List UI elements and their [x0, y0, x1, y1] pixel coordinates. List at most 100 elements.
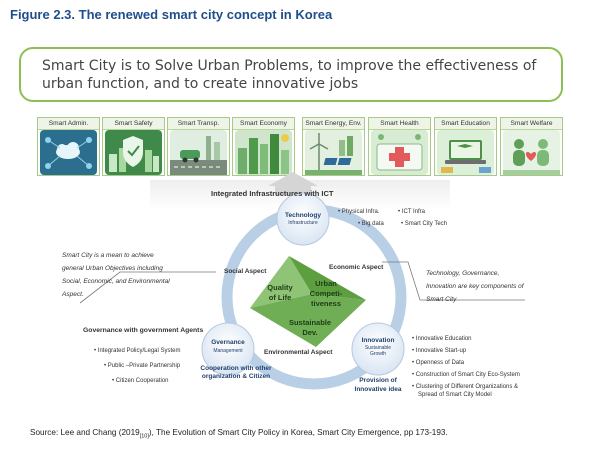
- bullet-text: Big data: [361, 221, 384, 227]
- source-prefix: Source: Lee and Chang (2019: [30, 428, 140, 437]
- category-label: Smart Transp.: [168, 118, 229, 130]
- wind-solar-icon: [305, 133, 362, 175]
- governance-bullet-policy: • Integrated Policy/Legal System: [94, 348, 181, 354]
- governance-bullet-ppp: • Public –Private Partnership: [104, 363, 181, 369]
- bullet-text: Integrated Policy/Legal System: [97, 348, 181, 354]
- bullet-text: Physical Infra.: [341, 209, 380, 215]
- urban-label-1: Urban: [315, 279, 337, 288]
- bullet-text: Construction of Smart City Eco-System: [415, 372, 520, 378]
- bullet-text: Innovative Education: [415, 336, 472, 342]
- health-illustration: [371, 130, 428, 175]
- sustainable-label-2: Dev.: [302, 328, 318, 337]
- bullet-text: Clustering of Different Organizations &: [415, 384, 519, 390]
- category-label: Smart Welfare: [501, 118, 562, 130]
- bullet-text: Innovative Start-up: [415, 348, 467, 354]
- bullet-text: ICT Infra: [401, 209, 426, 215]
- governance-node-sub: Management: [213, 348, 243, 354]
- triangle-urban-segment: [289, 256, 366, 300]
- left-note-line-2: general Urban Objectives including: [62, 265, 163, 272]
- medical-cross-icon: [376, 134, 423, 171]
- category-smart-education: Smart Education: [434, 117, 497, 176]
- triangle-quality-segment: [250, 256, 312, 308]
- education-illustration: [437, 130, 494, 175]
- category-smart-economy: Smart Economy: [232, 117, 295, 176]
- integrated-infra-label: Integrated Infrastructures with ICT: [211, 189, 334, 198]
- cooperation-label-2: organization & Citizen: [201, 373, 271, 380]
- headline-text: Smart City is to Solve Urban Problems, t…: [42, 58, 537, 92]
- technology-node-sub: Infrastructure: [288, 220, 318, 226]
- innovation-bullet-ecosystem: • Construction of Smart City Eco-System: [412, 372, 520, 378]
- economic-aspect-label: Economic Aspect: [329, 264, 384, 271]
- category-label: Smart Economy: [233, 118, 294, 130]
- right-note-line-2: Innovation are key components of: [426, 283, 524, 290]
- tech-bullet-smart-city-tech: • Smart City Tech: [401, 221, 448, 227]
- quality-label-2: of Life: [268, 293, 292, 302]
- category-label: Smart Health: [369, 118, 430, 130]
- safety-illustration: [105, 130, 162, 175]
- technology-node-circle: [276, 192, 330, 246]
- provision-label-1: Provision of: [359, 377, 397, 384]
- innovation-node-sub1: Sustainable: [364, 345, 392, 351]
- buildings-icon: [238, 134, 289, 174]
- category-label: Smart Safety: [103, 118, 164, 130]
- governance-node-circle: [201, 322, 255, 376]
- source-ref: [10]: [139, 433, 149, 440]
- economy-illustration: [235, 130, 292, 175]
- innovation-bullet-startup: • Innovative Start-up: [412, 348, 467, 354]
- shield-city-icon: [109, 136, 159, 172]
- cooperation-label-1: Cooperation with other: [200, 365, 272, 372]
- category-smart-welfare: Smart Welfare: [500, 117, 563, 176]
- category-label: Smart Admin.: [38, 118, 99, 130]
- figure-title: Figure 2.3. The renewed smart city conce…: [10, 7, 333, 22]
- sustainable-label-1: Sustainable: [288, 318, 332, 327]
- bullet-text: Smart City Tech: [404, 221, 448, 227]
- right-note-line-1: Technology, Governance,: [426, 270, 500, 277]
- innovation-bullet-clustering-cont: Spread of Smart City Model: [418, 392, 492, 398]
- technology-node-title: Technology: [285, 212, 321, 219]
- tech-bullet-physical-infra: • Physical Infra.: [338, 209, 380, 215]
- category-smart-safety: Smart Safety: [102, 117, 165, 176]
- category-label: Smart Education: [435, 118, 496, 130]
- bullet-text: Openness of Data: [415, 360, 465, 366]
- governance-bullet-citizen: • Citizen Cooperation: [112, 378, 169, 384]
- admin-illustration: [40, 130, 97, 175]
- quality-label-1: Quality: [267, 283, 293, 292]
- governance-heading: Governance with government Agents: [83, 327, 204, 334]
- urban-label-2: Competi-: [309, 289, 343, 298]
- energy-illustration: [305, 130, 362, 175]
- source-citation: Source: Lee and Chang (2019[10]), The Ev…: [30, 428, 448, 440]
- bullet-text: Citizen Cooperation: [115, 378, 169, 384]
- left-connector: [79, 271, 216, 304]
- category-smart-health: Smart Health: [368, 117, 431, 176]
- car-road-icon: [170, 136, 227, 175]
- people-heart-icon: [503, 139, 560, 175]
- left-note-line-4: Aspect.: [62, 291, 84, 298]
- social-aspect-label: Social Aspect: [224, 268, 267, 275]
- category-smart-energy-env: Smart Energy, Env.: [302, 117, 365, 176]
- upward-arrow: [268, 172, 318, 195]
- innovation-bullet-clustering: • Clustering of Different Organizations …: [412, 384, 519, 390]
- tech-bullet-ict-infra: • ICT Infra: [398, 209, 426, 215]
- innovation-node-circle: [351, 322, 405, 376]
- tech-bullet-big-data: • Big data: [358, 221, 384, 227]
- triangle-sustainable-segment: [250, 294, 366, 347]
- cloud-network-icon: [45, 137, 92, 169]
- provision-label-2: Innovative idea: [354, 386, 402, 393]
- left-note-line-1: Smart City is a mean to achieve: [62, 252, 154, 259]
- category-smart-admin: Smart Admin.: [37, 117, 100, 176]
- transport-illustration: [170, 130, 227, 175]
- category-label: Smart Energy, Env.: [303, 118, 364, 130]
- right-connector: [382, 261, 525, 301]
- urban-label-3: tiveness: [310, 299, 342, 308]
- welfare-illustration: [503, 130, 560, 175]
- category-smart-transp: Smart Transp.: [167, 117, 230, 176]
- innovation-bullet-education: • Innovative Education: [412, 336, 472, 342]
- innovation-bullet-open-data: • Openness of Data: [412, 360, 465, 366]
- source-suffix: ), The Evolution of Smart City Policy in…: [148, 428, 448, 437]
- laptop-book-icon: [441, 140, 491, 173]
- environmental-aspect-label: Environmental Aspect: [264, 349, 333, 356]
- innovation-node-sub2: Growth: [369, 351, 387, 357]
- governance-node-title: Gvernance: [211, 339, 245, 346]
- bullet-text: Public –Private Partnership: [107, 363, 181, 369]
